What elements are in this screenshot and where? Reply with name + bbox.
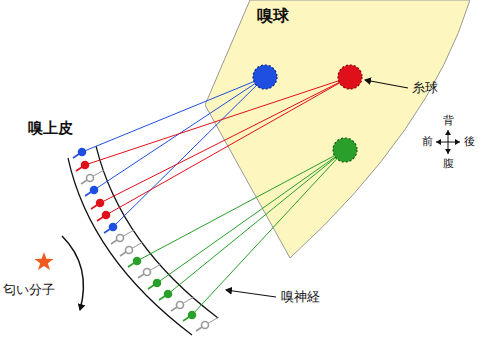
olfactory-bulb: 嗅球 bbox=[205, 0, 470, 260]
cell-body bbox=[189, 312, 196, 319]
direction-label: 背 bbox=[443, 115, 454, 126]
cell-body bbox=[134, 258, 141, 265]
nerve-label: 嗅神経 bbox=[281, 290, 320, 303]
neuron bbox=[148, 280, 161, 290]
glomerulus-label: 糸球 bbox=[412, 81, 438, 94]
glomerulus-blue bbox=[253, 65, 277, 89]
cell-body bbox=[177, 302, 184, 309]
cell-body bbox=[144, 269, 151, 276]
direction-label: 前 bbox=[422, 136, 433, 147]
axon bbox=[100, 77, 350, 203]
axon bbox=[106, 77, 350, 215]
cell-body bbox=[97, 200, 104, 207]
neuron bbox=[76, 162, 89, 172]
leader-arrow bbox=[365, 80, 408, 88]
neuron bbox=[81, 175, 94, 185]
neuron bbox=[104, 224, 117, 234]
compass-axis bbox=[448, 130, 449, 154]
axon bbox=[168, 150, 345, 294]
neurons bbox=[73, 149, 209, 332]
cell-body bbox=[91, 187, 98, 194]
cell-body bbox=[126, 247, 133, 254]
glomerulus-red bbox=[338, 65, 362, 89]
axon bbox=[137, 150, 345, 261]
grey-axons bbox=[90, 170, 219, 325]
epithelium-inner bbox=[96, 146, 218, 318]
neuron bbox=[171, 302, 184, 312]
leader-arrow bbox=[226, 290, 276, 297]
cell-body bbox=[154, 280, 161, 287]
neuron bbox=[159, 291, 172, 301]
axon bbox=[192, 150, 345, 315]
epithelium-label: 嗅上皮 bbox=[28, 121, 73, 136]
blue-axons bbox=[82, 77, 265, 227]
neuron bbox=[97, 212, 110, 222]
neuron bbox=[120, 247, 133, 257]
cell-body bbox=[82, 162, 89, 169]
direction-label: 後 bbox=[464, 136, 475, 147]
neuron bbox=[138, 269, 151, 279]
cell-body bbox=[79, 149, 86, 156]
neuron bbox=[91, 200, 104, 210]
glomerulus-green bbox=[333, 138, 357, 162]
neuron bbox=[111, 235, 124, 245]
cell-body bbox=[165, 291, 172, 298]
neuron bbox=[128, 258, 141, 268]
neuron bbox=[196, 322, 209, 332]
red-axons bbox=[85, 77, 350, 215]
cell-body bbox=[110, 224, 117, 231]
odor-label: 匂い分子 bbox=[3, 283, 55, 296]
curved-arrow bbox=[62, 236, 83, 310]
node-title: 嗅球 bbox=[257, 8, 289, 24]
neuron bbox=[183, 312, 196, 322]
cell-body bbox=[117, 235, 124, 242]
cell-body bbox=[202, 322, 209, 329]
bulb-fill bbox=[205, 0, 470, 258]
direction-label: 腹 bbox=[443, 158, 454, 169]
cell-body bbox=[87, 175, 94, 182]
odor-star bbox=[35, 252, 54, 270]
epithelium-outer bbox=[68, 158, 192, 335]
axon bbox=[157, 150, 345, 283]
cell-body bbox=[103, 212, 110, 219]
neuron bbox=[73, 149, 86, 159]
neuron bbox=[85, 187, 98, 197]
green-axons bbox=[137, 150, 345, 315]
